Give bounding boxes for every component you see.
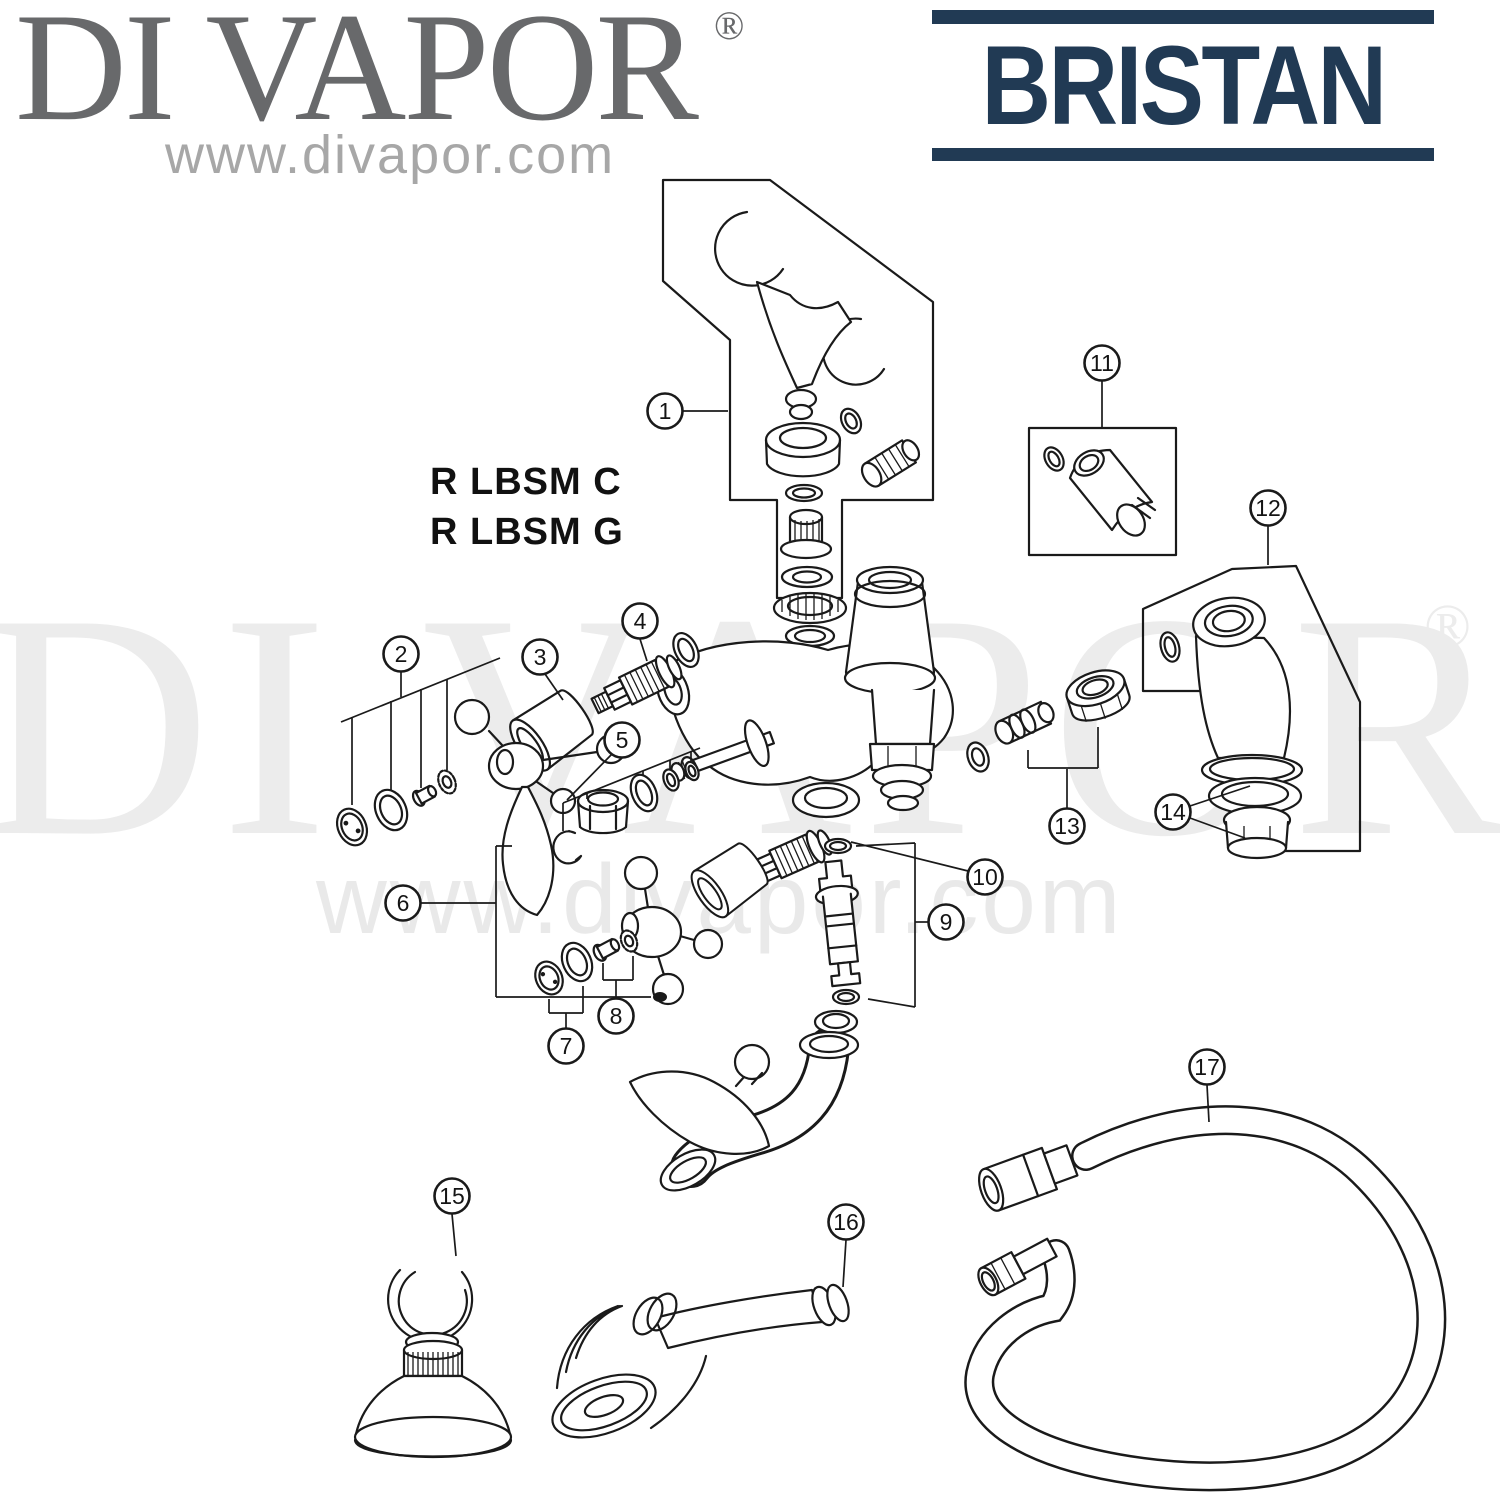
callout-circle-6 (384, 884, 422, 922)
svg-text:2: 2 (395, 641, 408, 667)
callout-circle-13 (1048, 807, 1086, 845)
callout-8: 8 (597, 980, 635, 1035)
callout-13: 13 (1048, 769, 1086, 845)
callout-1: 1 (646, 392, 728, 430)
callout-circle-10 (966, 858, 1004, 896)
handle-shroud-lower (684, 836, 775, 924)
model-code-gold: R LBSM G (430, 511, 624, 553)
svg-text:3: 3 (534, 644, 547, 670)
bristan-logo: BRISTAN (932, 10, 1434, 161)
part-5-gland-group (552, 760, 700, 865)
callout-circle-12 (1249, 489, 1287, 527)
bristan-wordmark: BRISTAN (981, 23, 1387, 148)
part-1-backplate-assembly (661, 178, 935, 600)
callout-12: 12 (1249, 489, 1287, 565)
divapor-logo: DI VAPOR (15, 0, 699, 153)
svg-text:11: 11 (1090, 350, 1114, 376)
bristan-top-bar (932, 10, 1434, 24)
callout-9: 9 (915, 903, 965, 941)
callout-circle-15 (433, 1177, 471, 1215)
leader-brackets (340, 657, 1099, 1014)
callout-2: 2 (382, 635, 420, 697)
callout-17: 17 (1188, 1048, 1226, 1123)
handset-group (551, 1283, 850, 1439)
callout-7: 7 (547, 1013, 585, 1065)
shower-hook-panel-group (1141, 564, 1362, 860)
svg-text:1: 1 (659, 398, 672, 424)
svg-text:6: 6 (397, 890, 410, 916)
callout-10: 10 (850, 841, 1004, 896)
callout-15: 15 (433, 1177, 471, 1257)
crosshead-handle-upper (453, 698, 627, 917)
svg-text:4: 4 (634, 608, 647, 634)
bristan-bottom-bar (932, 148, 1434, 161)
svg-text:14: 14 (1160, 799, 1186, 825)
outlet-adapter-group (966, 669, 1131, 773)
part-8-trim-group (592, 929, 639, 962)
svg-text:5: 5 (616, 727, 629, 753)
svg-text:17: 17 (1194, 1054, 1220, 1080)
callout-circle-4 (621, 602, 659, 640)
callout-3: 3 (521, 638, 564, 701)
callout-14: 14 (1154, 785, 1251, 839)
part-2-trim-group (335, 769, 457, 847)
svg-text:9: 9 (940, 909, 953, 935)
watermark-registered-icon: ® (1424, 593, 1472, 661)
callout-circle-3 (521, 638, 559, 676)
callout-circle-7 (547, 1027, 585, 1065)
callout-circle-16 (827, 1203, 865, 1241)
svg-text:7: 7 (560, 1033, 573, 1059)
faucet-body (655, 565, 954, 819)
callout-5: 5 (566, 721, 641, 801)
callout-circle-17 (1188, 1048, 1226, 1086)
callout-circle-5 (603, 721, 641, 759)
crosshead-handle-lower (620, 855, 771, 1155)
callout-11: 11 (1083, 344, 1121, 427)
callout-16: 16 (827, 1203, 865, 1288)
diverter-cartridge-group (798, 837, 862, 1060)
callout-circle-2 (382, 635, 420, 673)
elbow-connector-group (1027, 426, 1178, 557)
valve-cartridge-upper (586, 632, 700, 723)
svg-text:10: 10 (972, 864, 998, 890)
divapor-website: www.divapor.com (165, 125, 616, 185)
callout-circle-14 (1154, 793, 1192, 831)
callout-6: 6 (384, 884, 496, 922)
part-7-trim-group (534, 941, 594, 996)
svg-text:8: 8 (610, 1003, 623, 1029)
svg-text:12: 12 (1255, 495, 1281, 521)
divapor-registered-icon: ® (714, 3, 745, 48)
svg-text:13: 13 (1054, 813, 1080, 839)
svg-text:16: 16 (833, 1209, 859, 1235)
callout-4: 4 (621, 602, 659, 662)
svg-text:15: 15 (439, 1183, 465, 1209)
callout-circle-1 (646, 392, 684, 430)
model-code-chrome: R LBSM C (430, 461, 622, 503)
callout-circle-9 (927, 903, 965, 941)
shower-hose-group (964, 1105, 1447, 1492)
wall-bracket-group (353, 1268, 513, 1459)
callout-circle-11 (1083, 344, 1121, 382)
callout-circle-8 (597, 997, 635, 1035)
